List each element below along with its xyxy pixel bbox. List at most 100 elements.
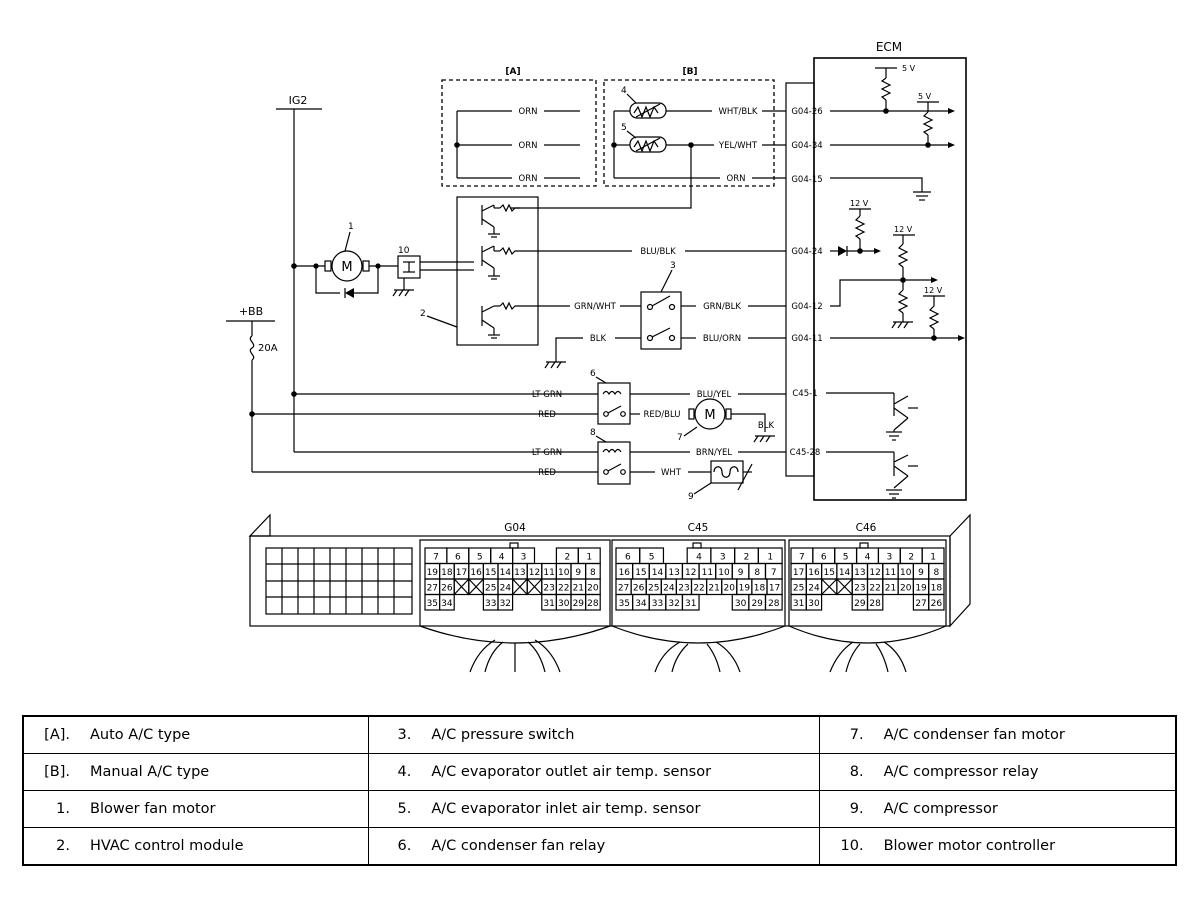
connector-pin-number: 24 [808,584,820,594]
connector-pin-number: 21 [885,584,896,594]
connector-pin-number: 3 [720,553,726,563]
wire-grn-wht: GRN/WHT [574,302,617,312]
connector-pin-number: 12 [685,568,696,578]
connector-pin-number: 8 [754,568,760,578]
connector-pin-number: 31 [543,599,554,609]
connector-pin-number: 10 [558,568,570,578]
connector-pin-number: 9 [738,568,744,578]
connector-pin-number: 26 [441,584,453,594]
connector-pin-number: 21 [708,584,719,594]
connector-pin-number: 4 [865,553,871,563]
connector-pin-number: 11 [543,568,554,578]
connector-pin-number: 2 [744,553,750,563]
legend-number: 3. [397,727,412,743]
callout-1: 1 [348,222,354,232]
blank-pin-cross [512,578,528,595]
connector-pin-number: 35 [427,599,438,609]
connector-pin-number: 6 [455,553,461,563]
hvac-output-wires: BLU/BLK GRN/WHT [538,247,786,312]
voltage-12v-3: 12 V [924,286,943,295]
callout-9: 9 [688,492,694,502]
pin-g04-24: G04-24 [791,247,822,257]
connector-pin-number: 20 [587,584,599,594]
legend-cell: 7.A/C condenser fan motor [818,715,1177,754]
pin-c45-28: C45-28 [790,448,821,458]
ac-compressor: 9 [688,460,753,502]
voltage-12v-1: 12 V [850,199,869,208]
blower-motor-controller: 10 [392,246,458,297]
connector-pin-number: 19 [739,584,751,594]
legend-text: A/C condenser fan relay [431,838,606,854]
ecm-block: ECM [785,40,967,501]
fuse-label: 20A [258,343,278,354]
connector-pin-number: 31 [685,599,696,609]
connector-pin-number: 26 [931,599,943,609]
connector-pin-number: 31 [793,599,804,609]
connector-pin-number: 22 [558,584,569,594]
connector-pin-cell [866,593,884,611]
legend-cell: 2.HVAC control module [22,827,370,866]
connector-pin-number: 34 [635,599,647,609]
legend-text: Blower motor controller [883,838,1056,854]
wire-yel-wht: YEL/WHT [718,141,758,151]
connector-pin-number: 4 [696,553,702,563]
wire-blu-blk: BLU/BLK [640,247,676,257]
blank-pin-cross [821,578,838,595]
power-feeds: IG2 +BB 20A [226,94,598,473]
connector-pin-number: 30 [808,599,820,609]
callout-7: 7 [677,433,683,443]
wire-labels-relay-8: LT GRN RED BRN/YEL WHT [532,448,786,478]
connector-blank-grid [265,547,413,615]
connector-pin-number: 15 [824,568,835,578]
connector-pin-number: 30 [735,599,747,609]
wire-orn-a1: ORN [519,107,538,117]
legend-text: A/C compressor [883,801,998,817]
ig2-label: IG2 [289,94,308,107]
connector-pin-number: 17 [769,584,780,594]
connector-pin-cell [805,593,823,611]
legend-number: 4. [397,764,412,780]
connector-pin-number: 2 [564,553,570,563]
connector-pin-number: 14 [652,568,664,578]
connector-pin-number: 25 [648,584,659,594]
callout-8: 8 [590,428,596,438]
connector-pin-number: 19 [915,584,927,594]
connector-pin-number: 27 [915,599,926,609]
connector-pin-number: 22 [693,584,704,594]
group-a-auto-ac: [A] ORN ORN ORN [441,67,597,187]
connector-pin-number: 1 [586,553,592,563]
connector-pin-number: 5 [649,553,655,563]
connector-pin-number: 12 [529,568,540,578]
pin-g04-11: G04-11 [791,334,822,344]
legend-text: A/C compressor relay [883,764,1039,780]
legend-text: A/C evaporator outlet air temp. sensor [431,764,712,780]
connector-c45-name: C45 [688,522,709,534]
bb-label: +BB [239,305,263,318]
motor-7-symbol: M [704,408,715,423]
connector-pin-number: 23 [854,584,865,594]
wire-lt-grn-1: LT GRN [532,390,562,400]
wire-blk-switch: BLK [590,334,607,344]
connector-pin-number: 16 [470,568,482,578]
connector-pin-number: 20 [900,584,912,594]
connector-pin-number: 24 [500,584,512,594]
callout-5: 5 [621,123,627,133]
connector-pin-number: 6 [625,553,631,563]
connector-pin-number: 14 [500,568,512,578]
connector-pin-number: 10 [900,568,912,578]
connector-g04-name: G04 [504,522,526,534]
legend-number: 5. [397,801,412,817]
connector-pin-number: 29 [854,599,866,609]
pin-g04-12: G04-12 [791,302,822,312]
connector-pin-number: 34 [441,599,453,609]
wiring-diagram: ECM [A] ORN ORN ORN [B] [226,40,971,673]
connector-pin-number: 30 [558,599,570,609]
group-b-manual-ac: [B] 4 5 WHT/BLK YEL/WHT ORN [510,67,786,209]
blank-pin-cross [836,578,853,595]
